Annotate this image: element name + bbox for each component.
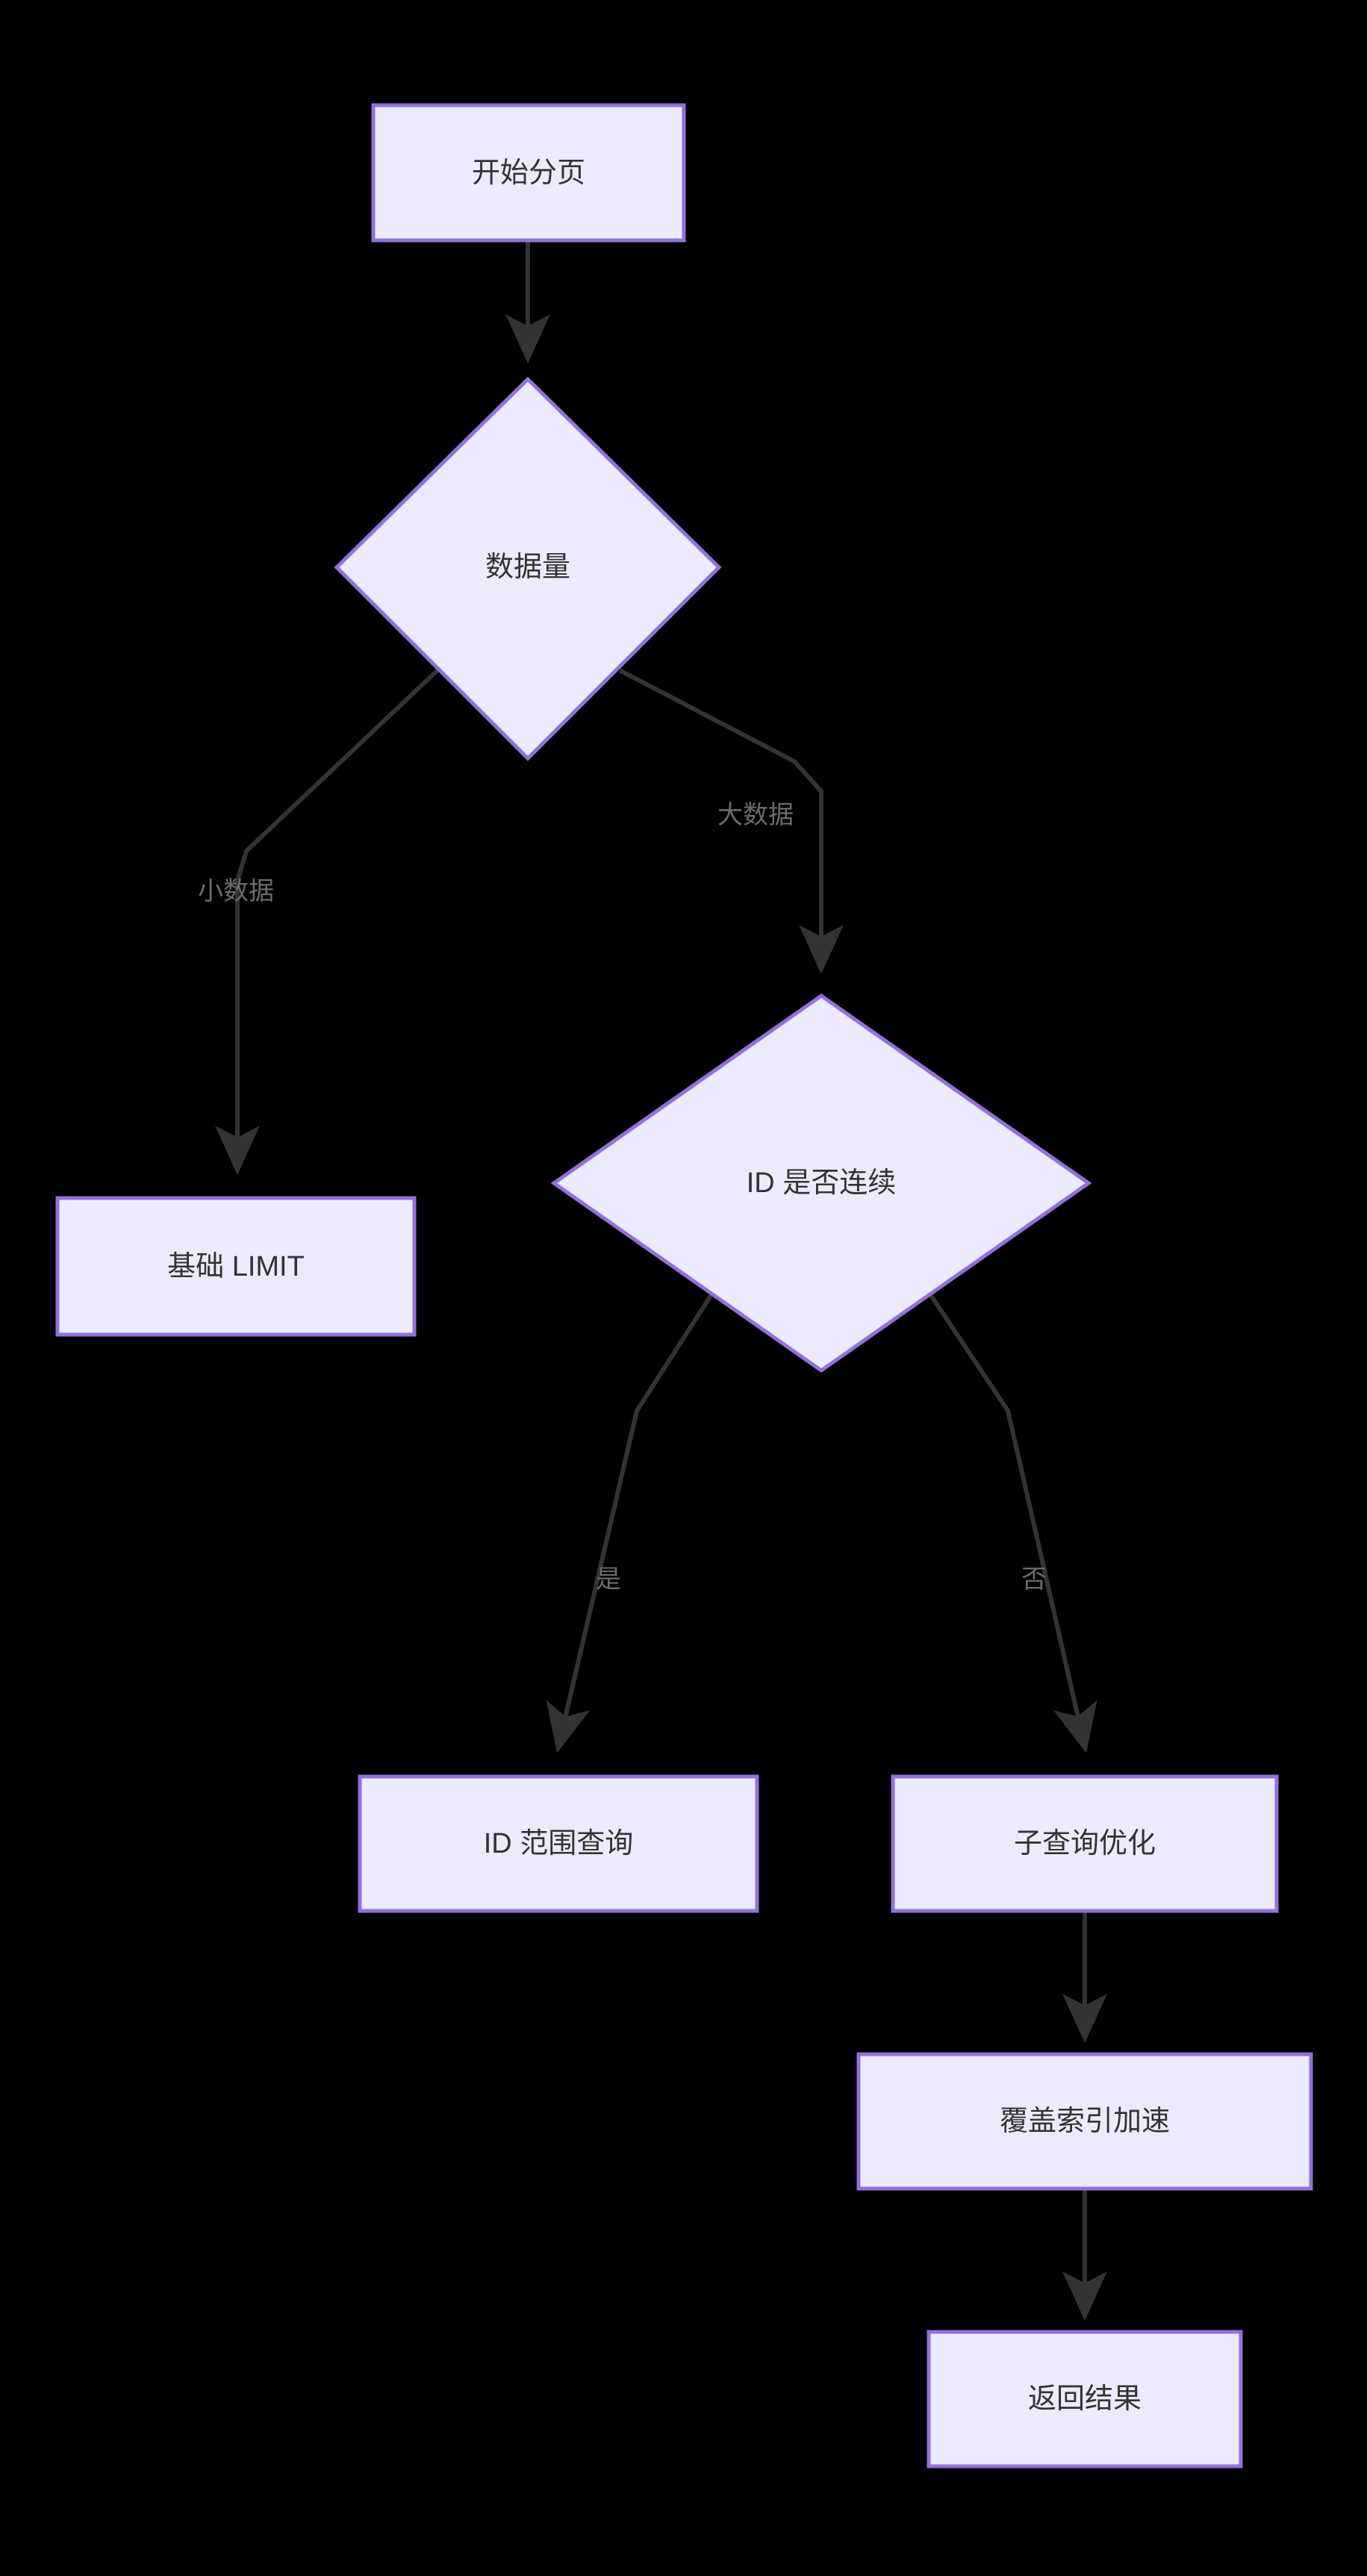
edge-labels-layer: 小数据 大数据 是 否 bbox=[198, 801, 1047, 1594]
node-basic-limit-shape[interactable] bbox=[55, 1196, 417, 1337]
node-id-continuous[interactable]: ID 是否连续 bbox=[550, 993, 1092, 1373]
node-cover-index[interactable]: 覆盖索引加速 bbox=[856, 2052, 1313, 2191]
edge-label-no: 否 bbox=[1021, 1565, 1047, 1594]
node-cover-index-shape[interactable] bbox=[856, 2052, 1313, 2191]
node-subquery[interactable]: 子查询优化 bbox=[891, 1774, 1279, 1913]
node-cover-index-label: 覆盖索引加速 bbox=[1000, 2106, 1170, 2137]
edge-id-continuous-to-id-range bbox=[546, 1286, 718, 1753]
node-result-label: 返回结果 bbox=[1028, 2383, 1142, 2415]
edge-volume-to-id-continuous bbox=[618, 668, 844, 974]
node-result[interactable]: 返回结果 bbox=[927, 2330, 1243, 2469]
node-volume-shape[interactable] bbox=[334, 376, 722, 761]
edge-volume-to-basic-limit bbox=[215, 668, 440, 1175]
node-basic-limit[interactable]: 基础 LIMIT bbox=[55, 1196, 417, 1337]
edge-label-yes: 是 bbox=[596, 1565, 621, 1594]
node-result-shape[interactable] bbox=[927, 2330, 1243, 2469]
edge-id-continuous-to-subquery bbox=[924, 1286, 1097, 1753]
node-id-continuous-label: ID 是否连续 bbox=[747, 1167, 897, 1199]
node-volume[interactable]: 数据量 bbox=[334, 376, 722, 761]
node-id-range[interactable]: ID 范围查询 bbox=[358, 1774, 759, 1913]
node-subquery-label: 子查询优化 bbox=[1014, 1828, 1156, 1859]
node-id-range-label: ID 范围查询 bbox=[484, 1828, 634, 1859]
node-volume-label: 数据量 bbox=[485, 552, 570, 583]
node-id-continuous-shape[interactable] bbox=[550, 993, 1092, 1373]
node-start[interactable]: 开始分页 bbox=[371, 103, 686, 243]
node-subquery-shape[interactable] bbox=[891, 1774, 1279, 1913]
node-start-shape[interactable] bbox=[371, 103, 686, 243]
node-id-range-shape[interactable] bbox=[358, 1774, 759, 1913]
edge-label-small-data: 小数据 bbox=[198, 877, 274, 905]
edges-layer bbox=[215, 242, 1107, 2321]
edge-label-big-data: 大数据 bbox=[717, 801, 794, 829]
node-basic-limit-label: 基础 LIMIT bbox=[167, 1251, 305, 1282]
nodes-layer: 开始分页 数据量 基础 LIMIT ID 是否连续 ID 范围查询 bbox=[55, 103, 1313, 2469]
node-start-label: 开始分页 bbox=[472, 158, 585, 189]
